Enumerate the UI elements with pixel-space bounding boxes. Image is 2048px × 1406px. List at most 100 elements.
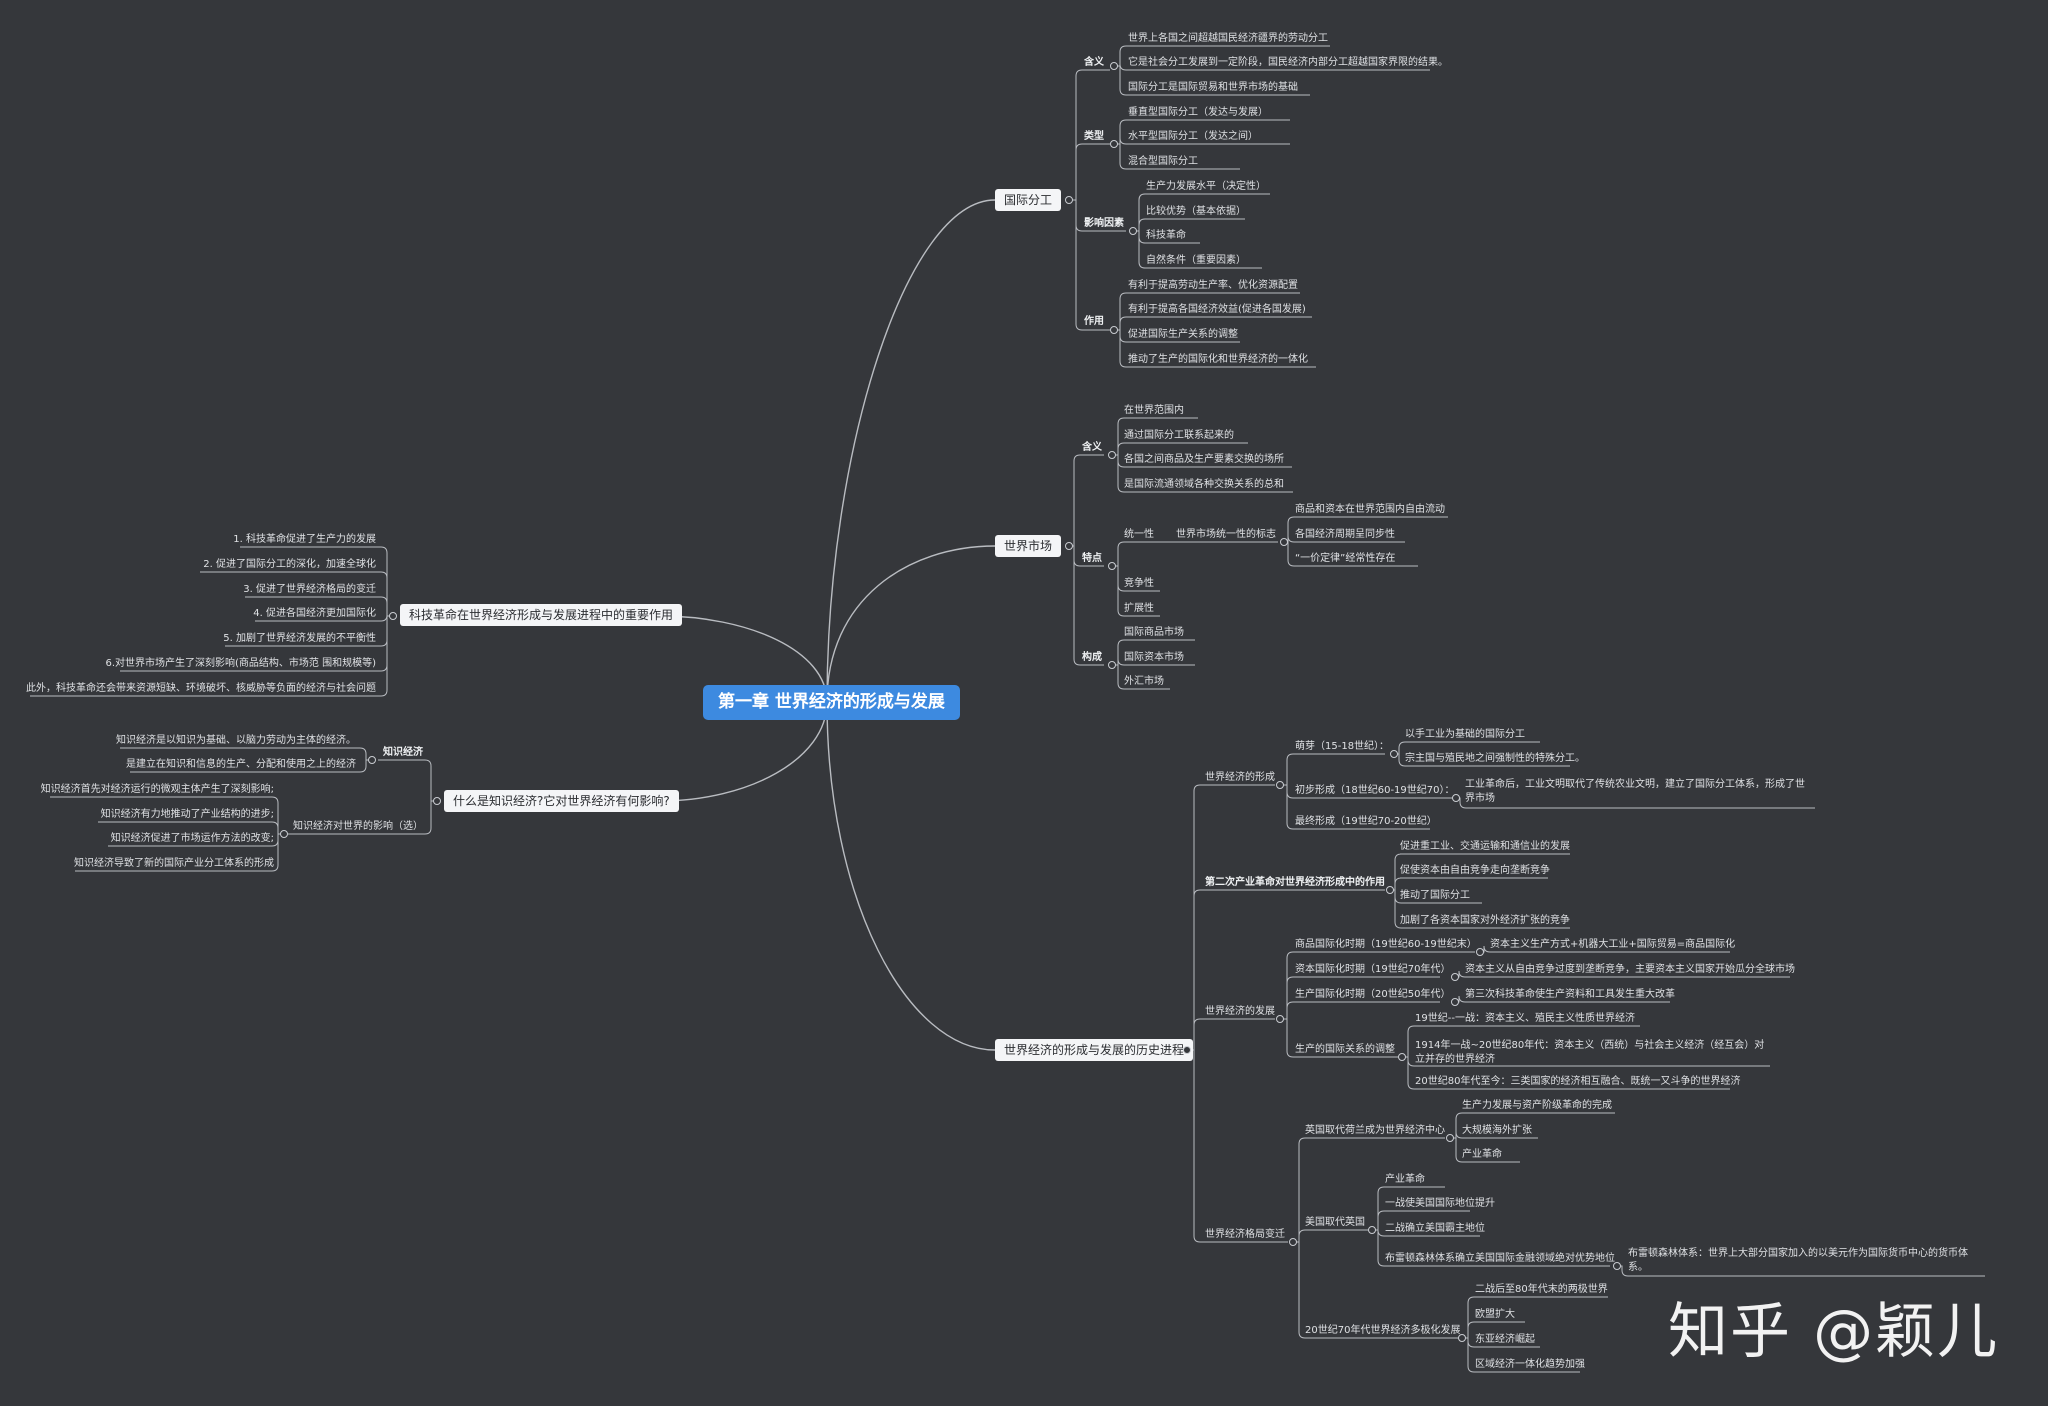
leaf-node[interactable]: 国际资本市场 — [1124, 652, 1184, 663]
collapse-toggle[interactable] — [1386, 886, 1394, 894]
leaf-node[interactable]: 国际分工是国际贸易和世界市场的基础 — [1128, 82, 1298, 93]
leaf-node[interactable]: 有利于提高劳动生产率、优化资源配置 — [1128, 280, 1298, 291]
leaf-node[interactable]: 知识经济有力地推动了产业结构的进步; — [100, 809, 274, 820]
leaf-node[interactable]: 资本主义从自由竞争过度到垄断竞争，主要资本主义国家开始瓜分全球市场 — [1465, 964, 1795, 975]
topic-knowledge-economy[interactable]: 什么是知识经济?它对世界经济有何影响? — [444, 790, 679, 812]
collapse-toggle[interactable] — [1183, 1046, 1191, 1054]
leaf-node[interactable]: 以手工业为基础的国际分工 — [1405, 729, 1525, 740]
leaf-node[interactable]: 资本国际化时期（19世纪70年代） — [1295, 964, 1451, 975]
leaf-node[interactable]: 布雷顿森林体系确立美国国际金融领域绝对优势地位 — [1385, 1253, 1615, 1264]
leaf-node[interactable]: 促进重工业、交通运输和通信业的发展 — [1400, 841, 1570, 852]
leaf-node[interactable]: 知识经济促进了市场运作方法的改变; — [110, 833, 274, 844]
leaf-node[interactable]: 扩展性 — [1124, 603, 1154, 614]
leaf-node[interactable]: 混合型国际分工 — [1128, 156, 1198, 167]
topic-tech-revolution[interactable]: 科技革命在世界经济形成与发展进程中的重要作用 — [400, 604, 683, 626]
subtopic-features[interactable]: 特点 — [1082, 553, 1102, 564]
leaf-node[interactable]: 外汇市场 — [1124, 676, 1164, 687]
leaf-node[interactable]: 统一性 — [1124, 529, 1154, 540]
leaf-node[interactable]: 推动了国际分工 — [1400, 890, 1470, 901]
leaf-node[interactable]: “一价定律”经常性存在 — [1295, 553, 1396, 564]
leaf-node[interactable]: 自然条件（重要因素） — [1146, 255, 1246, 266]
leaf-node[interactable]: 世界经济的发展 — [1205, 1006, 1275, 1017]
leaf-node[interactable]: 欧盟扩大 — [1475, 1309, 1515, 1320]
collapse-toggle[interactable] — [1108, 451, 1116, 459]
collapse-toggle[interactable] — [1108, 562, 1116, 570]
leaf-node[interactable]: 知识经济首先对经济运行的微观主体产生了深刻影响; — [40, 784, 274, 795]
collapse-toggle[interactable] — [1476, 948, 1484, 956]
subtopic-types[interactable]: 类型 — [1084, 131, 1104, 142]
topic-world-market[interactable]: 世界市场 — [995, 535, 1062, 557]
leaf-node[interactable]: 比较优势（基本依据） — [1146, 206, 1246, 217]
leaf-node[interactable]: 3. 促进了世界经济格局的变迁 — [243, 584, 376, 595]
leaf-node[interactable]: 6.对世界市场产生了深刻影响(商品结构、市场范 围和规模等) — [105, 658, 376, 669]
central-topic[interactable]: 第一章 世界经济的形成与发展 — [703, 685, 960, 720]
topic-history[interactable]: 世界经济的形成与发展的历史进程 — [995, 1039, 1194, 1061]
collapse-toggle[interactable] — [1276, 1015, 1284, 1023]
leaf-node[interactable]: 美国取代英国 — [1305, 1217, 1365, 1228]
leaf-node[interactable]: 4. 促进各国经济更加国际化 — [253, 608, 376, 619]
collapse-toggle[interactable] — [1458, 1334, 1466, 1342]
collapse-toggle[interactable] — [1368, 1226, 1376, 1234]
leaf-node[interactable]: 20世纪80年代至今：三类国家的经济相互融合、既统一又斗争的世界经济 — [1415, 1076, 1741, 1087]
leaf-node[interactable]: 此外，科技革命还会带来资源短缺、环境破坏、核威胁等负面的经济与社会问题 — [26, 683, 376, 694]
leaf-node[interactable]: 它是社会分工发展到一定阶段，国民经济内部分工超越国家界限的结果。 — [1128, 57, 1448, 68]
leaf-node[interactable]: 2. 促进了国际分工的深化，加速全球化 — [203, 559, 376, 570]
collapse-toggle[interactable] — [1065, 196, 1073, 204]
collapse-toggle[interactable] — [280, 830, 288, 838]
subtopic-factors[interactable]: 影响因素 — [1084, 218, 1124, 229]
leaf-node[interactable]: 工业革命后，工业文明取代了传统农业文明，建立了国际分工体系，形成了世界市场 — [1465, 779, 1805, 804]
collapse-toggle[interactable] — [1451, 973, 1459, 981]
collapse-toggle[interactable] — [1276, 781, 1284, 789]
leaf-node[interactable]: 1914年一战~20世纪80年代：资本主义（西统）与社会主义经济（经互会）对立并… — [1415, 1040, 1765, 1065]
leaf-node[interactable]: 萌芽（15-18世纪）： — [1295, 741, 1390, 752]
leaf-node[interactable]: 垂直型国际分工（发达与发展） — [1128, 107, 1268, 118]
leaf-node[interactable]: 一战使美国国际地位提升 — [1385, 1198, 1495, 1209]
leaf-node[interactable]: 最终形成（19世纪70-20世纪） — [1295, 816, 1437, 827]
collapse-toggle[interactable] — [368, 756, 376, 764]
leaf-node[interactable]: 产业革命 — [1462, 1149, 1502, 1160]
leaf-node[interactable]: 区域经济一体化趋势加强 — [1475, 1359, 1585, 1370]
leaf-node[interactable]: 商品国际化时期（19世纪60-19世纪末） — [1295, 939, 1477, 950]
leaf-node[interactable]: 世界市场统一性的标志 — [1176, 529, 1276, 540]
leaf-node[interactable]: 5. 加剧了世界经济发展的不平衡性 — [223, 633, 376, 644]
leaf-node[interactable]: 第三次科技革命使生产资料和工具发生重大改革 — [1465, 989, 1675, 1000]
leaf-node[interactable]: 促使资本由自由竞争走向垄断竞争 — [1400, 865, 1550, 876]
collapse-toggle[interactable] — [1289, 1238, 1297, 1246]
leaf-node[interactable]: 竞争性 — [1124, 578, 1154, 589]
collapse-toggle[interactable] — [1108, 661, 1116, 669]
leaf-node[interactable]: 1. 科技革命促进了生产力的发展 — [233, 534, 376, 545]
leaf-node[interactable]: 各国经济周期呈同步性 — [1295, 529, 1395, 540]
subtopic-definition[interactable]: 知识经济 — [383, 747, 423, 758]
leaf-node[interactable]: 生产国际化时期（20世纪50年代） — [1295, 989, 1451, 1000]
leaf-node[interactable]: 20世纪70年代世界经济多极化发展 — [1305, 1325, 1461, 1336]
collapse-toggle[interactable] — [389, 612, 397, 620]
leaf-node[interactable]: 世界经济的形成 — [1205, 772, 1275, 783]
leaf-node[interactable]: 大规模海外扩张 — [1462, 1125, 1532, 1136]
leaf-node[interactable]: 资本主义生产方式+机器大工业+国际贸易=商品国际化 — [1490, 939, 1736, 950]
leaf-node[interactable]: 19世纪--一战：资本主义、殖民主义性质世界经济 — [1415, 1013, 1635, 1024]
leaf-node[interactable]: 加剧了各资本国家对外经济扩张的竞争 — [1400, 915, 1570, 926]
leaf-node[interactable]: 产业革命 — [1385, 1174, 1425, 1185]
collapse-toggle[interactable] — [1110, 326, 1118, 334]
leaf-node[interactable]: 知识经济导致了新的国际产业分工体系的形成 — [74, 858, 274, 869]
leaf-node[interactable]: 世界经济格局变迁 — [1205, 1229, 1285, 1240]
leaf-node[interactable]: 科技革命 — [1146, 230, 1186, 241]
leaf-node[interactable]: 商品和资本在世界范围内自由流动 — [1295, 504, 1445, 515]
leaf-node[interactable]: 国际商品市场 — [1124, 627, 1184, 638]
collapse-toggle[interactable] — [1452, 794, 1460, 802]
leaf-node[interactable]: 布雷顿森林体系：世界上大部分国家加入的以美元作为国际货币中心的货币体系。 — [1628, 1248, 1968, 1273]
leaf-node[interactable]: 东亚经济崛起 — [1475, 1334, 1535, 1345]
collapse-toggle[interactable] — [1065, 542, 1073, 550]
leaf-node[interactable]: 初步形成（18世纪60-19世纪70）： — [1295, 785, 1455, 796]
leaf-node[interactable]: 推动了生产的国际化和世界经济的一体化 — [1128, 354, 1308, 365]
collapse-toggle[interactable] — [1129, 227, 1137, 235]
collapse-toggle[interactable] — [1446, 1134, 1454, 1142]
leaf-node[interactable]: 生产的国际关系的调整 — [1295, 1044, 1395, 1055]
leaf-node[interactable]: 二战后至80年代末的两极世界 — [1475, 1284, 1608, 1295]
leaf-node[interactable]: 生产力发展与资产阶级革命的完成 — [1462, 1100, 1612, 1111]
leaf-node[interactable]: 知识经济是以知识为基础、以脑力劳动为主体的经济。 — [116, 735, 356, 746]
collapse-toggle[interactable] — [1280, 538, 1288, 546]
leaf-node[interactable]: 英国取代荷兰成为世界经济中心 — [1305, 1125, 1445, 1136]
leaf-node[interactable]: 宗主国与殖民地之间强制性的特殊分工。 — [1405, 753, 1585, 764]
collapse-toggle[interactable] — [1451, 998, 1459, 1006]
